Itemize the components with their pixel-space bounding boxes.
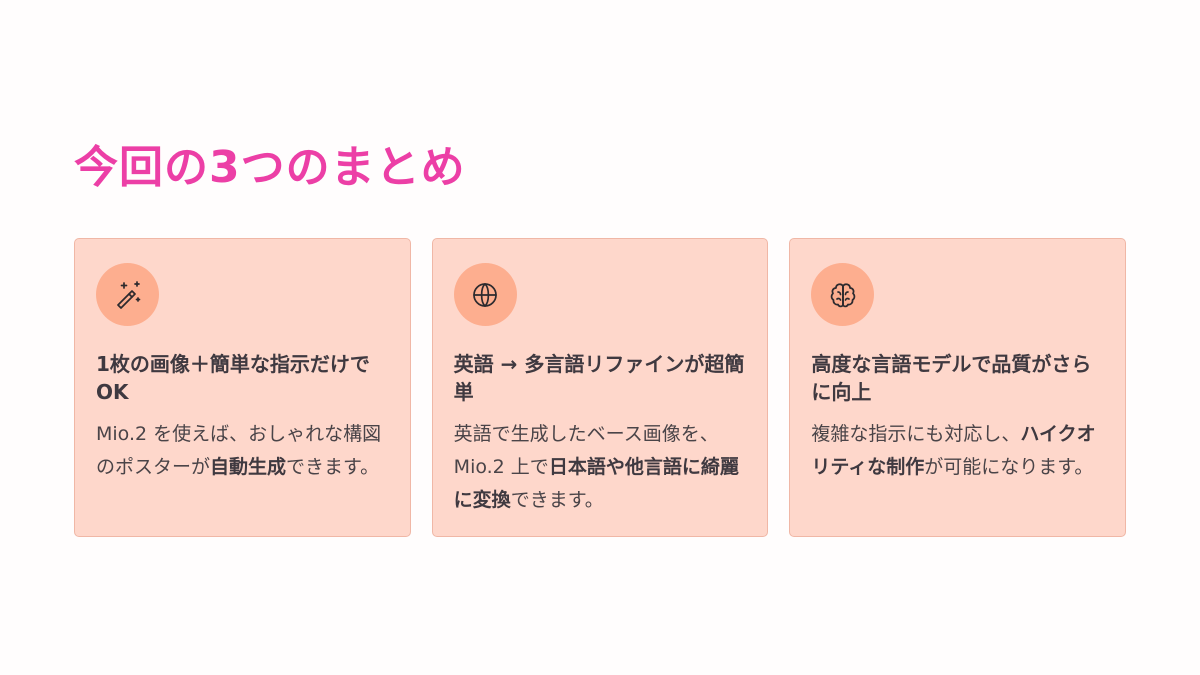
card-body-text: 英語で生成したベース画像を、Mio.2 上で [453, 423, 719, 478]
card-body: 複雑な指示にも対応し、ハイクオリティな制作が可能になります。 [811, 418, 1105, 484]
card-body-text: が可能になります。 [924, 456, 1094, 478]
card-body: Mio.2 を使えば、おしゃれな構図のポスターが自動生成できます。 [96, 418, 390, 484]
magic-wand-icon [96, 263, 159, 326]
card-body-text: できます。 [510, 489, 604, 511]
card-body: 英語で生成したベース画像を、Mio.2 上で日本語や他言語に綺麗に変換できます。 [454, 418, 748, 517]
card-body-text: Mio.2 を使えば、おしゃれな構図のポスターが [96, 423, 382, 478]
card-title: 英語 → 多言語リファインが超簡単 [453, 352, 745, 404]
globe-icon [453, 263, 517, 326]
card-title: 高度な言語モデルで品質がさらに向上 [811, 352, 1092, 404]
card-body-emphasis: 自動生成 [210, 456, 287, 478]
summary-card-3: 高度な言語モデルで品質がさらに向上 複雑な指示にも対応し、ハイクオリティな制作が… [789, 238, 1127, 537]
card-title: 1枚の画像＋簡単な指示だけでOK [96, 352, 370, 404]
card-body-text: できます。 [286, 456, 380, 478]
slide-title: 今回の3つのまとめ [74, 142, 466, 193]
card-body-text: 複雑な指示にも対応し、 [811, 423, 1021, 445]
card-body-emphasis: ハイクオリティな制作 [811, 423, 1096, 478]
summary-cards: 1枚の画像＋簡単な指示だけでOK Mio.2 を使えば、おしゃれな構図のポスター… [74, 238, 1127, 537]
brain-icon [811, 263, 875, 326]
summary-card-1: 1枚の画像＋簡単な指示だけでOK Mio.2 を使えば、おしゃれな構図のポスター… [74, 238, 411, 537]
summary-card-2: 英語 → 多言語リファインが超簡単 英語で生成したベース画像を、Mio.2 上で… [431, 238, 769, 537]
card-body-emphasis: 日本語や他言語に綺麗に変換 [453, 456, 739, 511]
